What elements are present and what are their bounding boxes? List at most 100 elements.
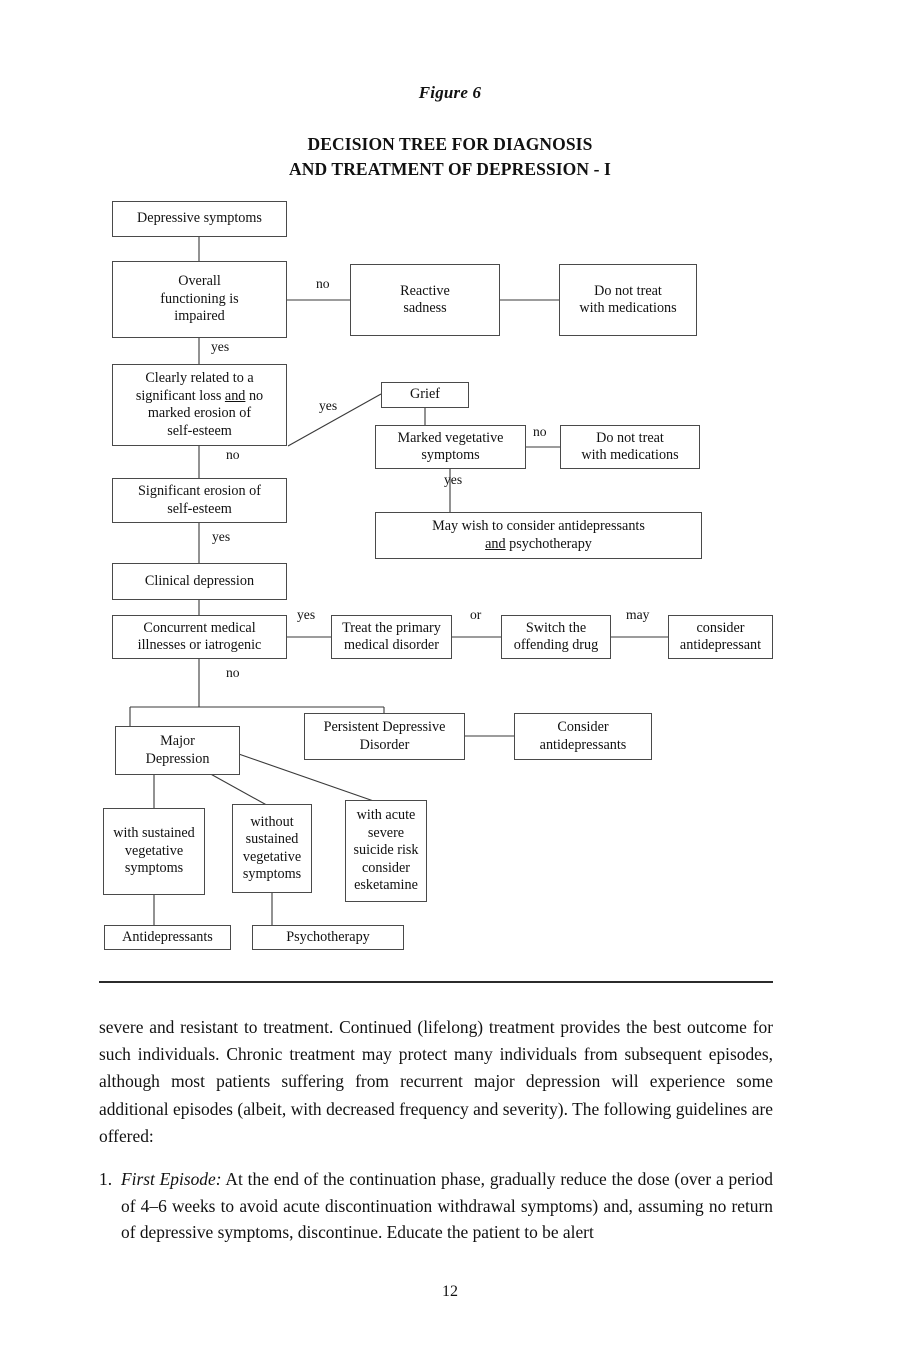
line: vegetative bbox=[124, 842, 184, 859]
node-overall-functioning[interactable]: Overall functioning is impaired bbox=[112, 261, 287, 338]
node-switch-offending-drug[interactable]: Switch the offending drug bbox=[501, 615, 611, 659]
line: without bbox=[250, 813, 294, 830]
node-treat-primary-disorder[interactable]: Treat the primary medical disorder bbox=[331, 615, 452, 659]
node-grief[interactable]: Grief bbox=[381, 382, 469, 408]
edge-label-clearly-yes: yes bbox=[319, 398, 338, 413]
line: Depression bbox=[145, 750, 210, 767]
line: May wish to consider antidepressants bbox=[432, 518, 645, 534]
node-label: Antidepressants bbox=[122, 928, 213, 945]
edge-label-overall-no: no bbox=[316, 276, 330, 291]
line: Consider bbox=[557, 719, 609, 735]
edge-label-clearly-no: no bbox=[226, 447, 240, 462]
node-concurrent-medical[interactable]: Concurrent medical illnesses or iatrogen… bbox=[112, 615, 287, 659]
line: Switch the bbox=[525, 619, 587, 636]
node-acute-suicide-risk-esketamine[interactable]: with acute severe suicide risk consider … bbox=[345, 800, 427, 902]
line: self-esteem bbox=[167, 500, 232, 517]
node-marked-vegetative-symptoms[interactable]: Marked vegetative symptoms bbox=[375, 425, 526, 469]
line: Disorder bbox=[359, 736, 410, 753]
section-divider bbox=[99, 981, 773, 983]
line: with medications bbox=[581, 447, 679, 463]
node-label: with acute severe suicide risk consider … bbox=[349, 807, 423, 895]
line: significant loss bbox=[135, 387, 225, 404]
line: medical disorder bbox=[344, 637, 439, 653]
node-reactive-sadness[interactable]: Reactive sadness bbox=[350, 264, 500, 336]
node-without-sustained-vegetative[interactable]: without sustained vegetative symptoms bbox=[232, 804, 312, 893]
node-label: May wish to consider antidepressants and… bbox=[379, 518, 698, 553]
line: sustained bbox=[245, 831, 299, 847]
line: sadness bbox=[403, 300, 447, 316]
body-text-block: severe and resistant to treatment. Conti… bbox=[99, 1014, 773, 1246]
line: marked erosion of bbox=[147, 405, 252, 421]
node-label: Consider antidepressants bbox=[518, 719, 648, 754]
list-item-number: 1. bbox=[99, 1169, 113, 1190]
node-with-sustained-vegetative[interactable]: with sustained vegetative symptoms bbox=[103, 808, 205, 895]
line: esketamine bbox=[354, 877, 418, 894]
line: Concurrent medical bbox=[143, 619, 256, 636]
line: symptoms bbox=[242, 866, 302, 882]
line: illnesses or iatrogenic bbox=[137, 637, 262, 653]
page-number: 12 bbox=[442, 1283, 458, 1300]
node-label: Switch the offending drug bbox=[505, 620, 607, 655]
node-label: Clinical depression bbox=[144, 572, 255, 589]
node-label: without sustained vegetative symptoms bbox=[236, 814, 308, 884]
edge-label-overall-yes: yes bbox=[211, 339, 230, 354]
body-paragraph: severe and resistant to treatment. Conti… bbox=[99, 1017, 773, 1146]
line: Clearly related to a bbox=[145, 370, 254, 386]
node-label: Do not treat with medications bbox=[564, 430, 696, 465]
list-item-lead: First Episode: bbox=[121, 1169, 222, 1190]
line: with medications bbox=[579, 300, 677, 316]
line: antidepressants bbox=[539, 736, 627, 753]
node-consider-antidepressant[interactable]: consider antidepressant bbox=[668, 615, 773, 659]
node-clinical-depression[interactable]: Clinical depression bbox=[112, 563, 287, 600]
figure-label: Figure 6 bbox=[418, 83, 482, 102]
edge-label-concurrent-yes: yes bbox=[297, 607, 316, 622]
line: suicide risk bbox=[353, 842, 419, 859]
line: psychotherapy bbox=[505, 535, 592, 552]
line: self-esteem bbox=[167, 422, 232, 439]
line: symptoms bbox=[124, 860, 184, 877]
node-do-not-treat-2[interactable]: Do not treat with medications bbox=[560, 425, 700, 469]
node-label: Psychotherapy bbox=[286, 928, 370, 945]
list-item-body: At the end of the continuation phase, gr… bbox=[121, 1169, 773, 1243]
line: no bbox=[245, 387, 264, 404]
figure-title-line-1: DECISION TREE FOR DIAGNOSIS bbox=[307, 134, 593, 154]
line: severe bbox=[367, 824, 405, 841]
node-label: Significant erosion of self-esteem bbox=[116, 483, 283, 518]
node-label: Do not treat with medications bbox=[563, 283, 693, 318]
list-item-text: First Episode: At the end of the continu… bbox=[121, 1166, 773, 1246]
node-may-wish-consider[interactable]: May wish to consider antidepressants and… bbox=[375, 512, 702, 559]
node-depressive-symptoms[interactable]: Depressive symptoms bbox=[112, 201, 287, 237]
node-psychotherapy[interactable]: Psychotherapy bbox=[252, 925, 404, 950]
figure-title: DECISION TREE FOR DIAGNOSIS AND TREATMEN… bbox=[0, 132, 900, 182]
edge-label-treat-or: or bbox=[470, 607, 482, 622]
line: Reactive bbox=[400, 282, 450, 299]
flowchart-connectors bbox=[129, 237, 668, 925]
line: Significant erosion of bbox=[138, 483, 261, 499]
line: with acute bbox=[356, 807, 416, 824]
edge-label-concurrent-no: no bbox=[226, 665, 240, 680]
node-significant-erosion[interactable]: Significant erosion of self-esteem bbox=[112, 478, 287, 523]
node-persistent-depressive-disorder[interactable]: Persistent Depressive Disorder bbox=[304, 713, 465, 760]
node-antidepressants[interactable]: Antidepressants bbox=[104, 925, 231, 950]
edge-label-vegetative-yes: yes bbox=[444, 472, 463, 487]
line: offending drug bbox=[513, 637, 599, 653]
node-label: consider antidepressant bbox=[672, 620, 769, 655]
node-label: Grief bbox=[410, 386, 440, 403]
node-consider-antidepressants[interactable]: Consider antidepressants bbox=[514, 713, 652, 760]
line: functioning is bbox=[160, 290, 239, 307]
node-label: Reactive sadness bbox=[354, 283, 496, 318]
node-label: Clearly related to a significant loss an… bbox=[116, 370, 283, 440]
node-do-not-treat-1[interactable]: Do not treat with medications bbox=[559, 264, 697, 336]
figure-title-line-2: AND TREATMENT OF DEPRESSION - I bbox=[289, 159, 611, 179]
edge-label-erosion-yes: yes bbox=[212, 529, 231, 544]
line: vegetative bbox=[242, 848, 302, 865]
node-label: with sustained vegetative symptoms bbox=[107, 825, 201, 878]
edge-label-switch-may: may bbox=[626, 607, 650, 622]
decision-tree-flowchart: Depressive symptoms Overall functioning … bbox=[103, 201, 773, 950]
line: symptoms bbox=[421, 447, 480, 463]
node-label: Persistent Depressive Disorder bbox=[308, 719, 461, 754]
node-label: Major Depression bbox=[119, 733, 236, 768]
line: with sustained bbox=[113, 825, 195, 842]
node-major-depression[interactable]: Major Depression bbox=[115, 726, 240, 775]
node-clearly-related-loss[interactable]: Clearly related to a significant loss an… bbox=[112, 364, 287, 446]
